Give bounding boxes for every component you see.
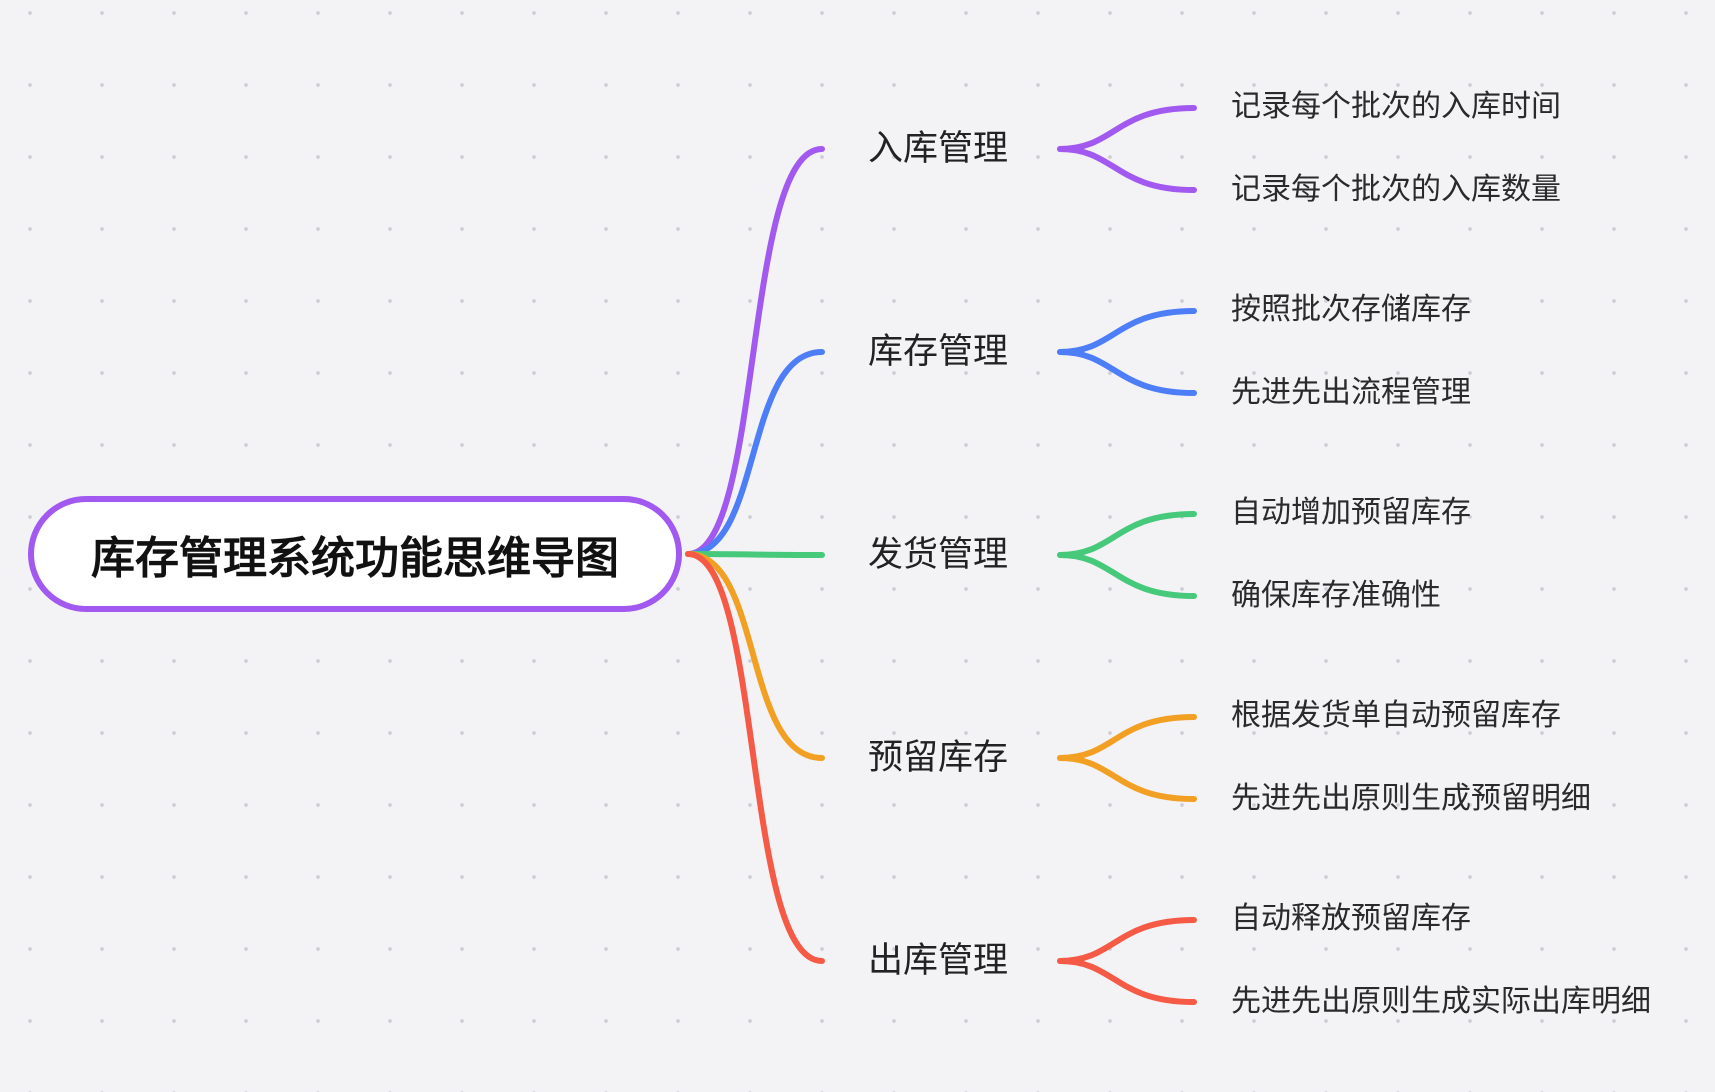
connector-branch-to-leaf bbox=[1057, 552, 1197, 599]
branch-shipping-management[interactable]: 发货管理 bbox=[868, 535, 1009, 575]
root-topic-label: 库存管理系统功能思维导图 bbox=[91, 533, 619, 584]
leaf-auto-reserve-by-order[interactable]: 根据发货单自动预留库存 bbox=[1231, 698, 1561, 733]
branch-outbound-management[interactable]: 出库管理 bbox=[868, 941, 1009, 981]
connector-branch-to-leaf bbox=[1057, 105, 1197, 152]
connector-branch-to-leaf bbox=[1057, 755, 1197, 802]
connector-branch-to-leaf bbox=[1057, 958, 1197, 1005]
branch-inbound-management[interactable]: 入库管理 bbox=[868, 129, 1009, 169]
connector-root-to-branch bbox=[685, 349, 825, 557]
leaf-fifo-reserve-detail[interactable]: 先进先出原则生成预留明细 bbox=[1231, 781, 1591, 816]
leaf-record-inbound-quantity[interactable]: 记录每个批次的入库数量 bbox=[1231, 172, 1561, 207]
connector-branch-to-leaf bbox=[1057, 714, 1197, 761]
leaf-record-inbound-time[interactable]: 记录每个批次的入库时间 bbox=[1231, 89, 1561, 124]
connector-root-to-branch bbox=[685, 551, 825, 964]
connector-branch-to-leaf bbox=[1057, 146, 1197, 193]
connector-branch-to-leaf bbox=[1057, 308, 1197, 355]
connector-branch-to-leaf bbox=[1057, 511, 1197, 558]
connector-root-to-branch bbox=[685, 146, 825, 557]
leaf-ensure-accuracy[interactable]: 确保库存准确性 bbox=[1231, 578, 1441, 613]
connector-branch-to-leaf bbox=[1057, 917, 1197, 964]
branch-inventory-management[interactable]: 库存管理 bbox=[868, 332, 1009, 372]
connector-root-to-branch bbox=[685, 551, 825, 558]
leaf-auto-release-reserved[interactable]: 自动释放预留库存 bbox=[1231, 901, 1471, 936]
leaf-fifo-process[interactable]: 先进先出流程管理 bbox=[1231, 375, 1471, 410]
connector-root-to-branch bbox=[685, 551, 825, 761]
leaf-store-by-batch[interactable]: 按照批次存储库存 bbox=[1231, 292, 1471, 327]
root-topic[interactable]: 库存管理系统功能思维导图 bbox=[28, 496, 682, 612]
leaf-fifo-outbound-detail[interactable]: 先进先出原则生成实际出库明细 bbox=[1231, 984, 1651, 1019]
connector-branch-to-leaf bbox=[1057, 349, 1197, 396]
branch-reserved-inventory[interactable]: 预留库存 bbox=[868, 738, 1009, 778]
leaf-auto-increase-reserved[interactable]: 自动增加预留库存 bbox=[1231, 495, 1471, 530]
